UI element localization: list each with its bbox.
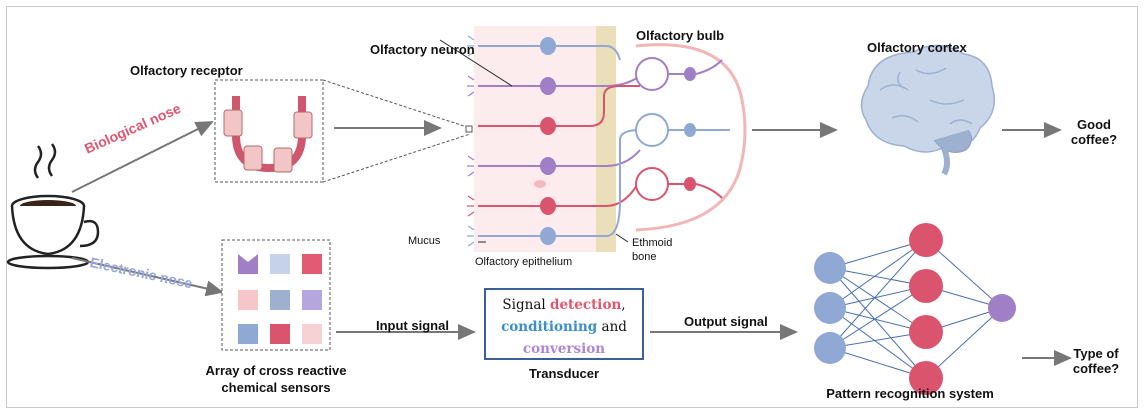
network-edge <box>925 307 1003 379</box>
network-edge <box>829 285 927 349</box>
olfactory-receptor-label: Olfactory receptor <box>130 63 243 78</box>
olfactory-cortex-label: Olfactory cortex <box>867 40 967 55</box>
transducer-word-and: and <box>601 319 627 335</box>
transducer-word-signal: Signal <box>502 297 546 313</box>
olfactory-epithelium-label: Olfactory epithelium <box>475 256 573 268</box>
transducer-word-conversion: conversion <box>522 341 606 357</box>
olfactory-neuron-label: Olfactory neuron <box>370 42 475 57</box>
input-node <box>814 292 846 324</box>
olfactory-bulb <box>635 43 747 232</box>
ethmoid-bone <box>596 26 616 252</box>
hidden-node <box>909 361 943 395</box>
neural-network <box>814 223 1016 395</box>
coffee-cup-icon <box>6 143 100 270</box>
transducer-word-detection: detection <box>550 297 622 313</box>
brain-icon <box>860 44 995 176</box>
figure-frame <box>6 6 1138 408</box>
hidden-node <box>909 315 943 349</box>
olfactory-receptor-box <box>214 79 473 183</box>
transducer-word-conditioning: conditioning <box>501 319 598 335</box>
input-signal-label: Input signal <box>376 318 449 333</box>
transducer-comma: , <box>621 297 626 313</box>
hidden-node <box>909 223 943 257</box>
network-edge <box>829 239 927 349</box>
network-edge <box>829 307 927 379</box>
output-node <box>988 294 1016 322</box>
input-node <box>814 332 846 364</box>
output-signal-label: Output signal <box>684 314 768 329</box>
olfactory-epithelium <box>439 26 641 252</box>
olfactory-bulb-label: Olfactory bulb <box>636 28 725 43</box>
network-edge <box>829 267 927 333</box>
electronic-branch-arrow <box>71 257 224 297</box>
transducer-box: Signal detection, conditioning and conve… <box>484 288 644 360</box>
transducer-label: Transducer <box>528 366 600 381</box>
input-node <box>814 252 846 284</box>
biological-branch-arrow <box>71 121 214 193</box>
hidden-node <box>909 269 943 303</box>
sensor-array <box>221 239 331 351</box>
mucus-label: Mucus <box>408 235 441 247</box>
network-edge <box>829 239 927 309</box>
network-edge <box>829 267 927 379</box>
pattern-recognition-label: Pattern recognition system <box>826 386 994 401</box>
